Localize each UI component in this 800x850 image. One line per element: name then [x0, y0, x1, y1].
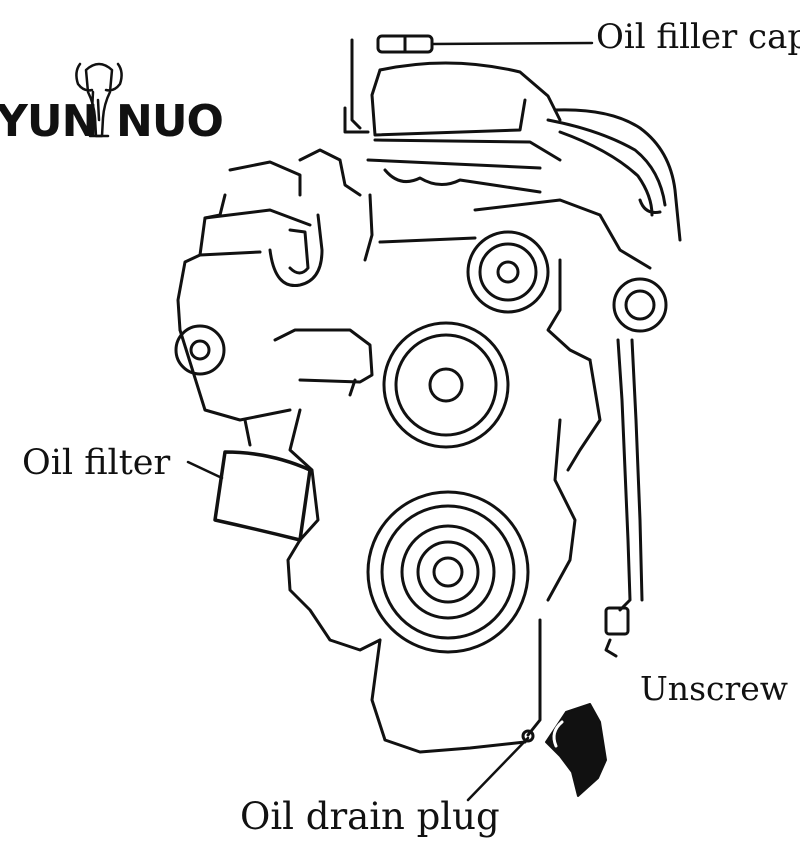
oil-filter	[213, 450, 312, 542]
crankshaft-pulley	[366, 490, 530, 654]
elephant-icon	[75, 62, 123, 138]
curved-arrow-icon	[545, 703, 607, 797]
middle-pulley	[382, 321, 510, 449]
leader-oil-filler-cap	[430, 41, 594, 46]
leader-oil-filter	[186, 460, 224, 480]
logo-text-left: YUN	[0, 96, 98, 147]
label-oil-filter: Oil filter	[22, 443, 171, 483]
logo-text-right: NUO	[116, 96, 224, 147]
label-oil-filler-cap: Oil filler cap	[596, 17, 800, 57]
label-oil-drain-plug: Oil drain plug	[240, 795, 500, 838]
label-unscrew: Unscrew	[640, 669, 789, 708]
engine-block	[174, 61, 682, 754]
oil-drain-plug	[521, 729, 535, 743]
leader-oil-drain-plug	[466, 736, 530, 802]
oil-filler-cap	[343, 34, 434, 134]
upper-pulley	[466, 230, 550, 314]
